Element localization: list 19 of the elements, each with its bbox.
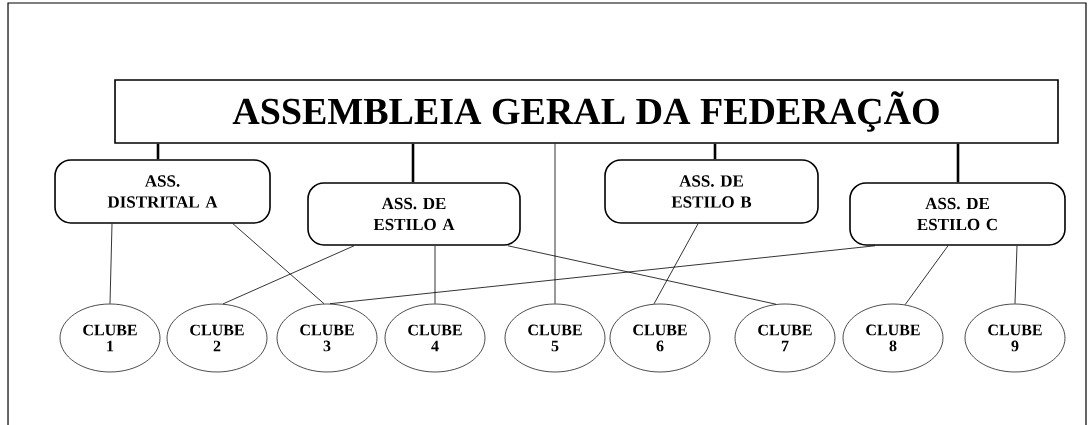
assembly-box: ASSEMBLEIA GERAL DA FEDERAÇÃO	[114, 79, 1059, 144]
connector-line	[653, 223, 699, 305]
connector-line	[956, 143, 960, 183]
connector-line	[713, 143, 717, 160]
association-box: ASS. DE ESTILO A	[307, 182, 521, 246]
connector-line	[329, 245, 876, 305]
connector-line	[1014, 245, 1018, 305]
connector-line	[156, 143, 160, 160]
connector-line	[904, 245, 949, 306]
connector-line	[411, 143, 415, 183]
connector-line	[554, 143, 556, 305]
connector-line	[434, 245, 436, 305]
connector-line	[507, 245, 777, 305]
connector-line	[109, 223, 113, 305]
connector-line	[222, 245, 355, 305]
association-box: ASS. DE ESTILO C	[849, 182, 1066, 246]
connector-line	[232, 223, 325, 305]
association-box: ASS. DE ESTILO B	[604, 159, 819, 224]
association-box: ASS. DISTRITAL A	[54, 159, 271, 224]
